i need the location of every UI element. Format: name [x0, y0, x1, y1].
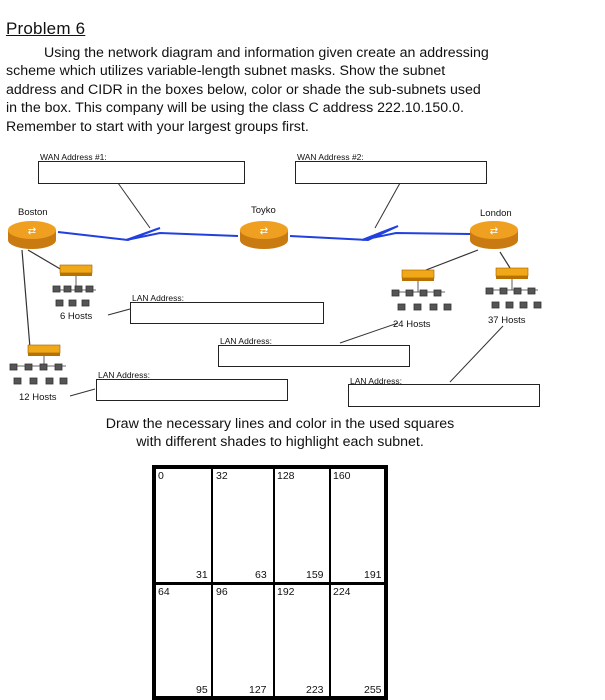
london-to-switch-37: [499, 251, 511, 269]
switch-icon: [401, 269, 435, 281]
wan-link-boston-toyko: [57, 227, 239, 242]
wan2-address-box[interactable]: [295, 161, 487, 184]
lan-24-label: LAN Address:: [220, 336, 272, 346]
wan2-pointer-line: [374, 182, 401, 229]
boston-to-switch-6: [27, 249, 63, 271]
lan-12-address-box[interactable]: [96, 379, 288, 401]
router-label-toyko: Toyko: [251, 205, 276, 216]
instructions-line-1: Using the network diagram and informatio…: [44, 45, 489, 61]
subnet-address-grid[interactable]: 0 32 128 160 31 63 159 191 64 96 192 224…: [152, 465, 388, 700]
switch-icon: [27, 344, 61, 356]
grid-start-64: 64: [158, 586, 170, 598]
router-label-boston: Boston: [18, 207, 48, 218]
grid-start-224: 224: [333, 586, 351, 598]
grid-start-96: 96: [216, 586, 228, 598]
hosts-label-37: 37 Hosts: [488, 315, 526, 326]
wan1-pointer-line: [117, 182, 151, 229]
instructions-line-2: scheme which utilizes variable-length su…: [6, 63, 446, 80]
draw-instructions-line-1: Draw the necessary lines and color in th…: [105, 416, 455, 432]
lan-24-pointer: [339, 322, 399, 344]
grid-end-191: 191: [364, 569, 382, 581]
grid-start-192: 192: [277, 586, 295, 598]
hosts-group-6: [52, 276, 96, 307]
hosts-group-37: [485, 279, 542, 309]
wan2-label: WAN Address #2:: [297, 152, 364, 162]
hosts-group-12: [9, 356, 68, 385]
grid-start-128: 128: [277, 470, 295, 482]
grid-end-31: 31: [196, 569, 208, 581]
wan-link-toyko-london: [289, 225, 471, 242]
router-icon: ⇄: [8, 221, 56, 249]
lan-12-label: LAN Address:: [98, 370, 150, 380]
hosts-label-24: 24 Hosts: [393, 319, 431, 330]
lan-37-label: LAN Address:: [350, 376, 402, 386]
grid-start-0: 0: [158, 470, 164, 482]
lan-12-pointer: [69, 388, 96, 397]
wan1-address-box[interactable]: [38, 161, 245, 184]
lan-6-pointer: [107, 308, 131, 316]
instructions-line-5: Remember to start with your largest grou…: [6, 118, 309, 135]
switch-icon: [495, 267, 529, 279]
draw-instructions-line-2: with different shades to highlight each …: [136, 434, 424, 450]
grid-start-160: 160: [333, 470, 351, 482]
router-label-london: London: [480, 208, 512, 219]
wan1-label: WAN Address #1:: [40, 152, 107, 162]
lan-37-address-box[interactable]: [348, 384, 540, 407]
hosts-label-12: 12 Hosts: [19, 392, 57, 403]
grid-start-32: 32: [216, 470, 228, 482]
instructions-line-3: address and CIDR in the boxes below, col…: [6, 81, 481, 98]
grid-end-223: 223: [306, 684, 324, 696]
boston-to-switch-12: [21, 249, 31, 349]
instructions-text: Using the network diagram and informatio…: [6, 44, 596, 136]
hosts-group-24: [391, 281, 452, 311]
grid-end-255: 255: [364, 684, 382, 696]
london-to-switch-24: [425, 249, 479, 271]
hosts-label-6: 6 Hosts: [60, 311, 93, 322]
grid-end-95: 95: [196, 684, 208, 696]
grid-end-63: 63: [255, 569, 267, 581]
grid-end-127: 127: [249, 684, 267, 696]
instructions-line-4: in the box. This company will be using t…: [6, 100, 464, 117]
lan-37-pointer: [449, 325, 504, 383]
router-icon: ⇄: [470, 221, 518, 249]
problem-title: Problem 6: [6, 19, 86, 38]
svg-text:⇄: ⇄: [490, 226, 498, 237]
lan-6-address-box[interactable]: [130, 302, 324, 324]
draw-instructions: Draw the necessary lines and color in th…: [0, 415, 560, 451]
grid-divider: [156, 582, 384, 585]
switch-icon: [59, 264, 93, 276]
grid-end-159: 159: [306, 569, 324, 581]
svg-text:⇄: ⇄: [260, 226, 268, 237]
router-icon: ⇄: [240, 221, 288, 249]
lan-24-address-box[interactable]: [218, 345, 410, 367]
lan-6-label: LAN Address:: [132, 293, 184, 303]
svg-text:⇄: ⇄: [28, 226, 36, 237]
